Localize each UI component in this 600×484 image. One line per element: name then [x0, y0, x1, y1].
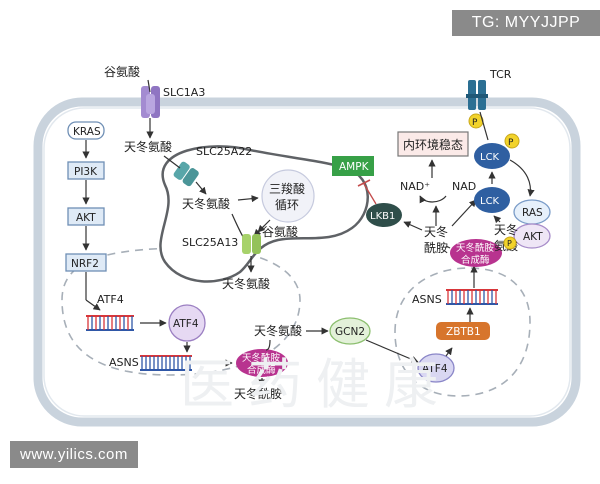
akt-left-label: AKT: [76, 212, 96, 224]
gcn2-label: GCN2: [335, 326, 365, 338]
mitochondrion: [159, 145, 369, 283]
asp-center-label: 天冬氨酸: [254, 323, 302, 338]
asp-below-mito-label: 天冬氨酸: [222, 276, 270, 291]
arrow-lck-nad: [451, 199, 477, 227]
tcr-label: TCR: [489, 68, 512, 81]
atf4-circle-label: ATF4: [173, 318, 199, 330]
atf4-circle-node: [168, 304, 206, 342]
slc1a3-label: SLC1A3: [163, 86, 205, 99]
arrow-asp-tca: [237, 195, 259, 203]
pi3k-node: PI3K: [67, 161, 105, 180]
cell-membrane-outer: [33, 97, 581, 427]
nucleus-right: [394, 267, 531, 397]
arrow-glu-out: [257, 224, 266, 233]
arrow-slc25a22-asp: [195, 181, 207, 195]
url-badge: www.yilics.com: [10, 441, 138, 468]
lkb1-label: LKB1: [370, 211, 395, 222]
akt-right-label: AKT: [523, 231, 543, 243]
tca-label-line2: 循环: [275, 198, 299, 212]
kras-node: KRAS: [67, 121, 105, 140]
slc1a3-transporter: [141, 86, 160, 118]
arrow-glu-slc1a3: [147, 79, 151, 93]
arrow-asn-lkb1: [403, 221, 423, 231]
asns-left-label: ASNS: [109, 356, 139, 369]
slc25a22-label: SLC25A22: [196, 145, 252, 158]
asparagine-bottom-label: 天冬酰胺: [234, 386, 282, 401]
homeostasis-node: [397, 131, 469, 157]
slc25a13-transporter: [242, 234, 261, 254]
phospho-p3: [503, 236, 517, 250]
akt-right-node: [513, 223, 551, 249]
atf4-left-label: ATF4: [97, 293, 124, 306]
arrow-gcn2-atf4: [365, 339, 419, 363]
arrow-enzyme-asn-right: [445, 245, 451, 249]
asparagine-right-line1: 天冬: [424, 224, 448, 239]
watermark-text: 医药健康: [180, 353, 452, 416]
glutamate-top-label: 谷氨酸: [104, 64, 140, 79]
arrow-asp-lck: [493, 215, 502, 224]
dna-left-bottom: [140, 355, 192, 371]
gcn2-node: [329, 317, 371, 345]
asns-enzyme-right-line2: 合成酶: [461, 254, 490, 266]
asp-under-slc1a3-label: 天冬氨酸: [124, 139, 172, 154]
arrow-asp-enzyme: [265, 339, 271, 351]
inhibit-lkb1-ampk: [363, 183, 377, 205]
dna-left-top: [86, 315, 134, 331]
lck-top-label: LCK: [480, 152, 500, 163]
asns-enzyme-bottom-line2: 合成酶: [247, 364, 276, 376]
akt-left-node: AKT: [67, 207, 105, 226]
lck-top-node: [474, 143, 510, 169]
glutamate-mito-label: 谷氨酸: [262, 224, 298, 239]
nrf2-node: NRF2: [65, 253, 107, 272]
pi3k-label: PI3K: [74, 166, 98, 178]
arrow-lck-ras: [509, 159, 535, 197]
asp-right-line1: 天冬: [494, 222, 518, 237]
nad-label: NAD: [452, 180, 476, 193]
inhibit-bar: [357, 179, 371, 187]
asp-mito-label: 天冬氨酸: [182, 196, 230, 211]
dna-right: [446, 289, 498, 305]
atf4-right-label: ATF4: [422, 363, 448, 375]
asns-enzyme-right: [450, 239, 502, 267]
p2-label: P: [508, 138, 514, 148]
p1-label: P: [472, 118, 478, 128]
nrf2-label: NRF2: [71, 258, 99, 270]
ras-label: RAS: [522, 207, 543, 219]
arrow-nad-cycle: [419, 195, 447, 204]
ampk-node: [332, 156, 374, 176]
p3-label: P: [507, 239, 512, 248]
lck-mid-node: [474, 187, 510, 213]
asns-enzyme-bottom-line1: 天冬酰胺: [242, 352, 281, 364]
asparagine-right-line2: 酰胺: [424, 241, 448, 255]
nucleus-left: [61, 247, 301, 376]
tcr-to-lck: [479, 111, 489, 141]
homeostasis-label: 内环境稳态: [403, 137, 463, 152]
arrow-nrf2-dna: [85, 299, 101, 311]
atf4-right-node: [417, 353, 455, 383]
asns-enzyme-right-line1: 天冬酰胺: [456, 242, 495, 254]
lck-mid-label: LCK: [480, 196, 500, 207]
slc25a22-transporter: [173, 161, 199, 187]
lkb1-node: [366, 203, 402, 227]
slc25a13-label: SLC25A13: [182, 236, 238, 249]
asns-enzyme-bottom: [236, 349, 288, 377]
kras-label: KRAS: [73, 126, 101, 138]
phospho-p2: [504, 133, 520, 149]
tca-cycle-circle: [261, 169, 315, 223]
ampk-label: AMPK: [339, 161, 370, 173]
nad-plus-label: NAD⁺: [400, 180, 430, 193]
tca-label-line1: 三羧酸: [269, 181, 305, 196]
zbtb1-label: ZBTB1: [446, 326, 481, 338]
zbtb1-node: [436, 322, 490, 340]
tg-badge: TG: MYYJJPP: [452, 10, 600, 36]
arrow-atf4-zbtb1: [445, 347, 453, 357]
tcr-receptor: [466, 80, 488, 110]
arrow-asp-slc25a22: [163, 155, 181, 169]
asns-right-label: ASNS: [412, 293, 442, 306]
